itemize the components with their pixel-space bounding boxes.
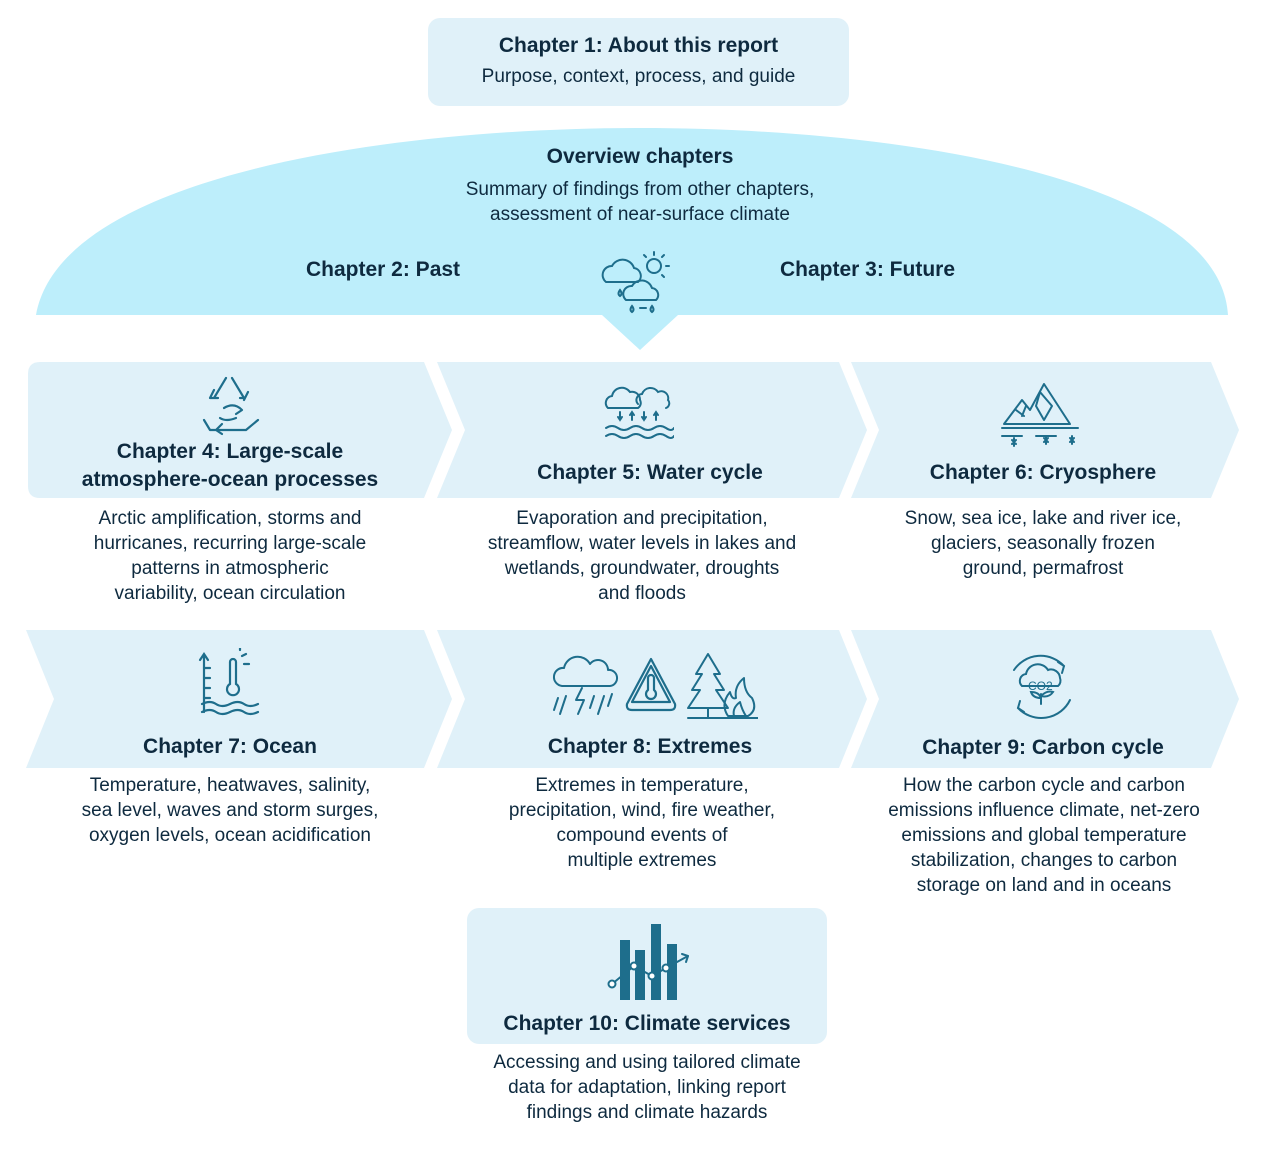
chapter-2-label: Chapter 2: Past — [306, 258, 461, 281]
chapter-5-description: Evaporation and precipitation,streamflow… — [487, 508, 797, 604]
chapter-3-label: Chapter 3: Future — [780, 258, 956, 281]
chapter-6-box — [851, 362, 1239, 498]
chapter-7-title: Chapter 7: Ocean — [143, 735, 317, 758]
ocean-thermometer-icon — [198, 648, 260, 716]
recycle-arrows-icon — [202, 376, 260, 436]
co2-cycle-icon: CO2 — [1013, 654, 1071, 719]
glacier-icon — [1001, 383, 1079, 447]
bar-chart-icon — [607, 924, 689, 1000]
wildfire-icon — [687, 653, 758, 719]
weather-icon — [601, 251, 670, 314]
chapter-6-title: Chapter 6: Cryosphere — [929, 461, 1157, 484]
co2-label: CO2 — [1028, 679, 1053, 693]
chapter-1-box: Chapter 1: About this report Purpose, co… — [428, 18, 849, 106]
chapter-9-box — [851, 630, 1239, 768]
chapter-8-description: Extremes in temperature,precipitation, w… — [508, 775, 776, 871]
chapter-9-title: Chapter 9: Carbon cycle — [922, 736, 1164, 759]
chapter-5-title: Chapter 5: Water cycle — [537, 461, 763, 484]
water-cycle-icon — [604, 386, 674, 439]
overview-dome — [36, 128, 1228, 350]
chapter-1-title: Chapter 1: About this report — [498, 34, 779, 57]
chapter-10-title: Chapter 10: Climate services — [503, 1012, 791, 1035]
storm-icon — [553, 655, 619, 715]
overview-title: Overview chapters — [546, 145, 734, 168]
overview-summary-line-2: assessment of near-surface climate — [490, 204, 790, 225]
chapter-6-description: Snow, sea ice, lake and river ice,glacie… — [904, 508, 1182, 579]
chapter-10-box — [467, 908, 827, 1044]
chapter-7-box — [26, 630, 452, 768]
heat-warning-icon — [625, 657, 677, 712]
chapter-1-subtitle: Purpose, context, process, and guide — [481, 66, 796, 87]
chapter-4-title-line-2: atmosphere-ocean processes — [81, 468, 379, 491]
chapter-7-description: Temperature, heatwaves, salinity,sea lev… — [81, 775, 379, 846]
chapter-8-title: Chapter 8: Extremes — [547, 735, 753, 758]
overview-summary-line-1: Summary of findings from other chapters, — [465, 179, 815, 200]
chapter-4-title-line-1: Chapter 4: Large-scale — [116, 440, 344, 463]
